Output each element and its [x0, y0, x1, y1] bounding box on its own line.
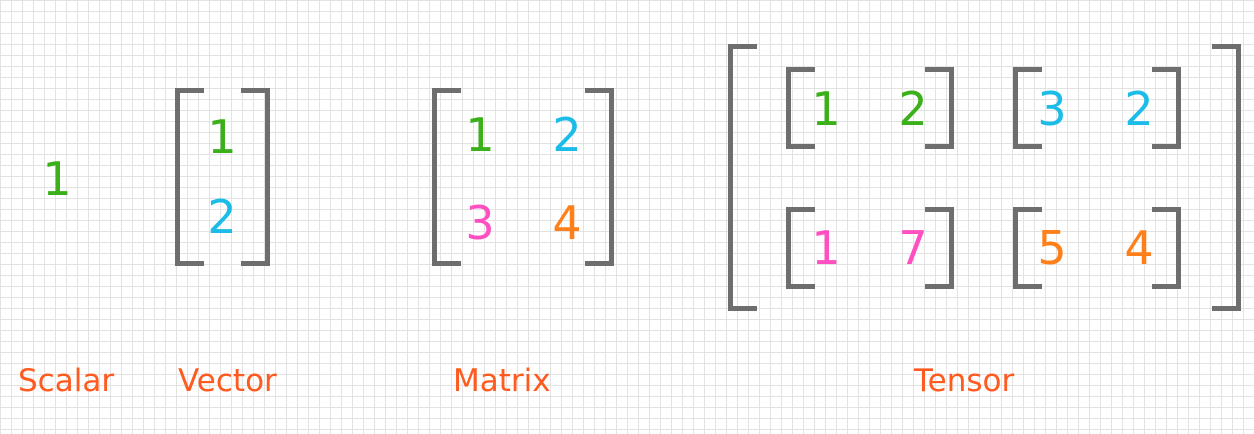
matrix-cell: 2: [552, 108, 582, 162]
matrix-left-bracket: [432, 88, 461, 266]
tensor-cell: 2: [1124, 82, 1154, 136]
tensor-cell: 2: [898, 82, 928, 136]
tensor-block-right-bracket: [925, 67, 954, 149]
tensor-cell: 1: [811, 82, 841, 136]
matrix-label: Matrix: [453, 363, 551, 399]
tensor-cell: 1: [811, 221, 841, 275]
tensor-block-right-bracket: [1152, 207, 1181, 289]
tensor-right-bracket: [1212, 44, 1241, 311]
tensor-block-left-bracket: [786, 207, 815, 289]
matrix-right-bracket: [585, 88, 614, 266]
tensor-cell: 5: [1037, 221, 1067, 275]
tensor-cell: 7: [898, 221, 928, 275]
tensor-cell: 4: [1124, 221, 1154, 275]
vector-value-2: 2: [207, 190, 237, 244]
scalar-label: Scalar: [18, 363, 115, 399]
matrix-cell: 4: [552, 196, 582, 250]
vector-label: Vector: [178, 363, 277, 399]
tensor-block-left-bracket: [786, 67, 815, 149]
matrix-cell: 1: [465, 108, 495, 162]
tensor-block-right-bracket: [925, 207, 954, 289]
tensor-block-left-bracket: [1013, 67, 1042, 149]
scalar-value: 1: [42, 152, 72, 206]
vector-value-1: 1: [207, 110, 237, 164]
tensor-cell: 3: [1037, 82, 1067, 136]
vector-left-bracket: [175, 88, 204, 266]
vector-right-bracket: [241, 88, 270, 266]
matrix-cell: 3: [465, 196, 495, 250]
tensor-label: Tensor: [914, 363, 1015, 399]
tensor-block-left-bracket: [1013, 207, 1042, 289]
tensor-block-right-bracket: [1152, 67, 1181, 149]
tensor-left-bracket: [728, 44, 757, 311]
